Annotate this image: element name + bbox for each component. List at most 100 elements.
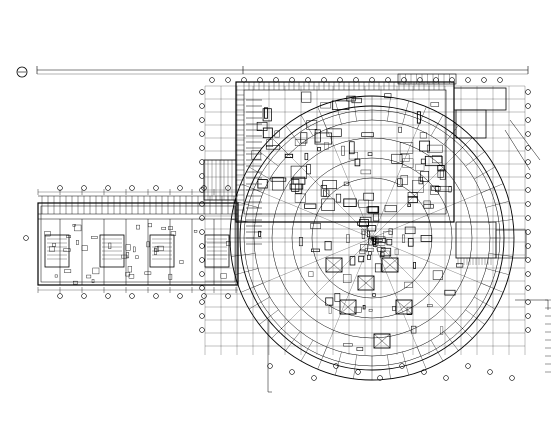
grid-axis-bubble — [525, 145, 531, 151]
rotunda-radial-line — [300, 340, 314, 362]
rotunda-core — [381, 257, 399, 273]
grid-axis-bubble — [81, 185, 87, 191]
main-room — [384, 93, 392, 99]
main-room — [431, 186, 441, 191]
wing-fixture — [63, 248, 71, 252]
rotunda-room — [440, 326, 444, 335]
wing-fixture — [66, 235, 71, 238]
grid-axis-bubble — [525, 229, 531, 235]
rotunda-core — [339, 299, 357, 315]
rotunda-room — [404, 281, 413, 288]
grid-axis-bubble — [417, 77, 423, 83]
diagonal-construction-line — [509, 119, 541, 161]
grid-axis-bubble — [525, 243, 531, 249]
wing-fixture — [144, 271, 152, 275]
grid-axis-bubble — [289, 369, 295, 375]
rotunda-room — [361, 229, 366, 235]
rotunda-room — [366, 206, 379, 213]
southwest-dimension-line — [267, 320, 272, 393]
rotunda-room — [430, 185, 439, 195]
rotunda-radial-line — [488, 253, 513, 257]
rotunda-room — [342, 274, 352, 283]
main-room — [271, 177, 284, 191]
rotunda-axis-line — [253, 188, 373, 239]
rotunda-room — [359, 249, 366, 254]
rotunda-radial-line — [248, 296, 270, 310]
grid-axis-bubble — [385, 77, 391, 83]
rotunda-room — [362, 304, 366, 310]
rotunda-core — [357, 275, 375, 291]
rotunda-axis-line — [371, 237, 491, 288]
circular-rotunda-plan — [229, 95, 551, 393]
grid-axis-bubble — [525, 117, 531, 123]
main-room — [354, 158, 361, 167]
grid-axis-bubble — [199, 313, 205, 319]
rotunda-room — [397, 178, 403, 187]
west-stair-core — [203, 159, 237, 201]
grid-axis-bubble — [465, 363, 471, 369]
rotunda-radial-line — [234, 268, 259, 275]
grid-axis-bubble — [449, 77, 455, 83]
main-room — [341, 145, 345, 156]
rotunda-room — [361, 230, 365, 239]
rotunda-radial-line — [402, 100, 409, 125]
rotunda-room — [411, 325, 417, 334]
rotunda-radial-line — [465, 309, 485, 325]
main-room — [256, 121, 268, 131]
grid-axis-bubble — [369, 77, 375, 83]
rotunda-room — [298, 237, 303, 247]
rotunda-radial-line — [353, 97, 357, 122]
rotunda-core — [325, 257, 343, 273]
main-room — [420, 170, 429, 183]
rotunda-room — [404, 226, 416, 235]
main-room — [426, 144, 443, 153]
grid-axis-bubble — [199, 117, 205, 123]
rotunda-axis-line — [322, 237, 373, 357]
main-room — [294, 139, 306, 146]
grid-axis-bubble — [177, 293, 183, 299]
rotunda-room — [386, 239, 393, 246]
east-dimension-line — [515, 299, 549, 310]
main-room — [321, 198, 335, 211]
grid-axis-bubble — [525, 159, 531, 165]
rotunda-room — [324, 240, 332, 251]
main-room — [349, 141, 355, 155]
rotunda-room — [407, 203, 411, 207]
wing-fixture — [73, 280, 78, 285]
grid-axis-bubble — [199, 131, 205, 137]
north-annex-room — [455, 109, 487, 139]
wing-fixture — [168, 226, 173, 230]
grid-axis-bubble — [81, 293, 87, 299]
grid-axis-bubble — [481, 77, 487, 83]
grid-axis-bubble — [199, 327, 205, 333]
wing-fixture — [127, 266, 132, 273]
grid-axis-bubble — [23, 235, 29, 241]
wing-fixture — [133, 246, 136, 253]
main-room — [263, 107, 269, 119]
main-room — [335, 193, 342, 203]
grid-axis-bubble — [353, 77, 359, 83]
grid-axis-bubble — [199, 159, 205, 165]
grid-axis-bubble — [199, 201, 205, 207]
rotunda-room — [310, 223, 321, 229]
grid-axis-bubble — [199, 145, 205, 151]
rotunda-room — [420, 235, 432, 242]
rotunda-room — [423, 204, 434, 209]
main-room — [290, 165, 307, 179]
wing-fixture — [44, 231, 51, 237]
rotunda-room — [363, 192, 374, 201]
rotunda-radial-line — [474, 166, 496, 180]
main-room — [400, 175, 408, 185]
main-room — [399, 142, 414, 154]
wing-core-room — [149, 234, 175, 268]
rotunda-room — [415, 163, 425, 171]
main-room — [320, 184, 327, 197]
rotunda-core — [395, 299, 413, 315]
rotunda-room — [407, 196, 418, 203]
main-room — [270, 177, 287, 182]
grid-axis-bubble — [321, 77, 327, 83]
grid-axis-bubble — [153, 293, 159, 299]
wing-fixture — [121, 254, 128, 259]
grid-axis-bubble — [525, 299, 531, 305]
